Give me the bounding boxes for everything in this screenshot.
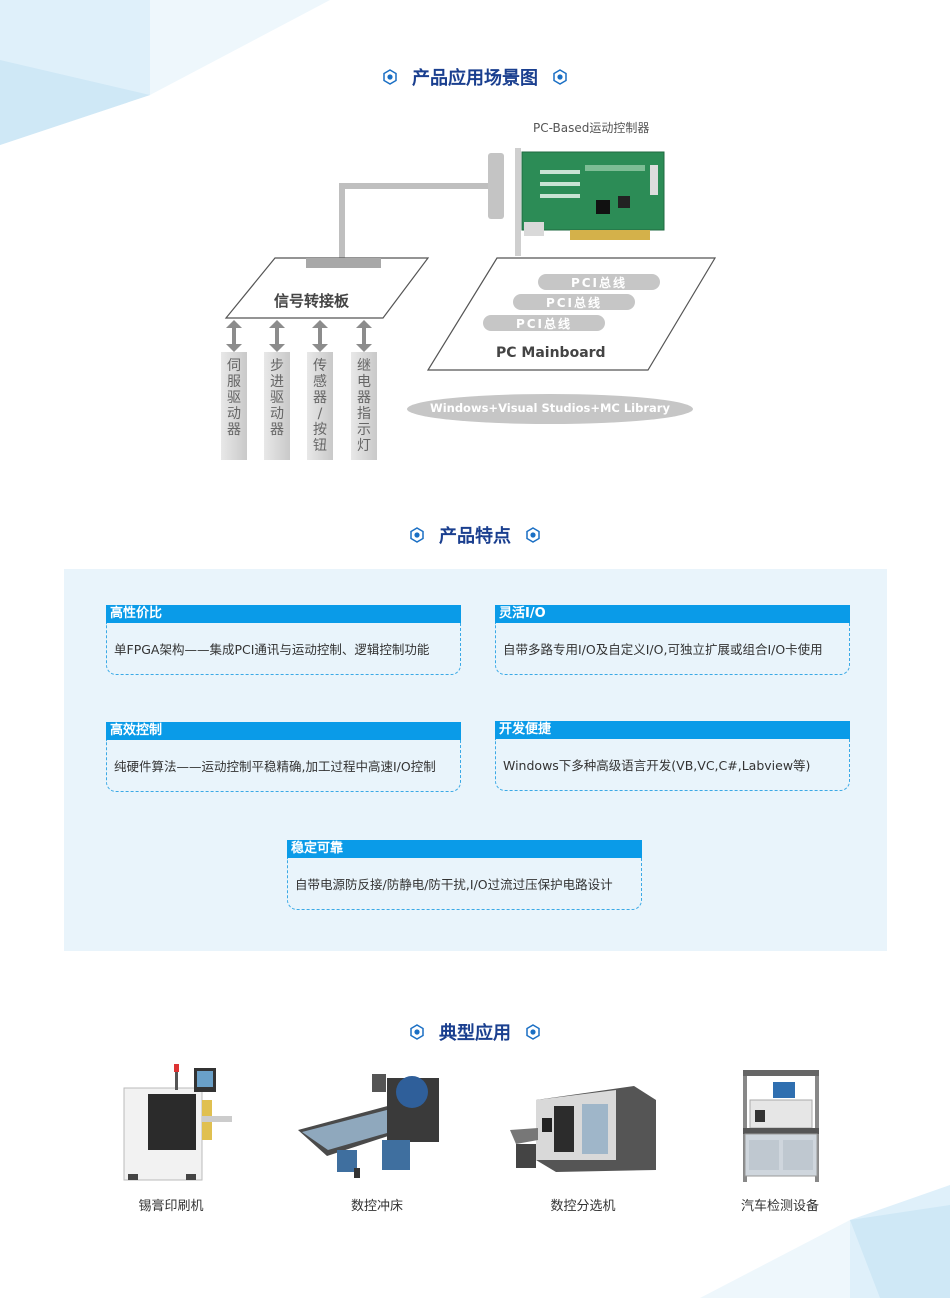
software-label: Windows+Visual Studios+MC Library — [430, 401, 670, 415]
device-stepper-driver: 步进驱动器 — [264, 352, 290, 460]
features-panel: 高性价比 单FPGA架构——集成PCI通讯与运动控制、逻辑控制功能 灵活I/O … — [64, 569, 887, 951]
features-section-title: 产品特点 — [0, 522, 950, 548]
feature-card: 灵活I/O 自带多路专用I/O及自定义I/O,可独立扩展或组合I/O卡使用 — [495, 605, 850, 675]
device-sensor-button: 传感器/按钮 — [307, 352, 333, 460]
feature-card: 稳定可靠 自带电源防反接/防静电/防干扰,I/O过流过压保护电路设计 — [287, 840, 642, 910]
bottom-right-decoration — [700, 1185, 950, 1298]
scene-graphics — [224, 148, 717, 424]
pci-bus-pill: PCI总线 — [538, 274, 660, 290]
adapter-label: 信号转接板 — [274, 292, 350, 310]
pci-bus-pill: PCI总线 — [513, 294, 635, 310]
feature-card: 高性价比 单FPGA架构——集成PCI通讯与运动控制、逻辑控制功能 — [106, 605, 461, 675]
application-scene-diagram: PC-Based运动控制器 信号转接板 PC Ma — [0, 0, 950, 480]
cnc-punch-image — [292, 1060, 462, 1185]
card-caption: PC-Based运动控制器 — [533, 121, 650, 135]
mainboard-label: PC Mainboard — [496, 345, 606, 361]
hexagon-icon — [526, 527, 540, 543]
solder-paste-printer-image — [86, 1060, 256, 1185]
feature-text: 单FPGA架构——集成PCI通讯与运动控制、逻辑控制功能 — [106, 623, 461, 675]
hexagon-icon — [410, 1024, 424, 1040]
device-servo-driver: 伺服驱动器 — [221, 352, 247, 460]
feature-text: 纯硬件算法——运动控制平稳精确,加工过程中高速I/O控制 — [106, 740, 461, 792]
feature-text: Windows下多种高级语言开发(VB,VC,C#,Labview等) — [495, 739, 850, 791]
feature-title: 开发便捷 — [495, 721, 850, 739]
scene-title-text: 产品应用场景图 — [412, 68, 538, 89]
feature-text: 自带电源防反接/防静电/防干扰,I/O过流过压保护电路设计 — [287, 858, 642, 910]
feature-card: 开发便捷 Windows下多种高级语言开发(VB,VC,C#,Labview等) — [495, 721, 850, 791]
apps-title-text: 典型应用 — [439, 1023, 511, 1044]
auto-test-equipment-image — [695, 1060, 865, 1185]
feature-title: 稳定可靠 — [287, 840, 642, 858]
scene-section-title: 产品应用场景图 — [0, 64, 950, 90]
hexagon-icon — [553, 69, 567, 85]
app-label: 汽车检测设备 — [740, 1199, 819, 1214]
hexagon-icon — [383, 69, 397, 85]
feature-text: 自带多路专用I/O及自定义I/O,可独立扩展或组合I/O卡使用 — [495, 623, 850, 675]
app-label: 数控冲床 — [350, 1199, 403, 1214]
feature-title: 高效控制 — [106, 722, 461, 740]
hexagon-icon — [526, 1024, 540, 1040]
feature-title: 灵活I/O — [495, 605, 850, 623]
pci-bus-pill: PCI总线 — [483, 315, 605, 331]
device-relay-indicator: 继电器指示灯 — [351, 352, 377, 460]
feature-card: 高效控制 纯硬件算法——运动控制平稳精确,加工过程中高速I/O控制 — [106, 722, 461, 792]
hexagon-icon — [410, 527, 424, 543]
app-label: 锡膏印刷机 — [138, 1199, 204, 1214]
features-title-text: 产品特点 — [439, 526, 511, 547]
cnc-sorter-image — [496, 1060, 666, 1185]
feature-title: 高性价比 — [106, 605, 461, 623]
apps-section-title: 典型应用 — [0, 1019, 950, 1045]
top-left-decoration — [0, 0, 330, 145]
app-label: 数控分选机 — [550, 1199, 616, 1214]
